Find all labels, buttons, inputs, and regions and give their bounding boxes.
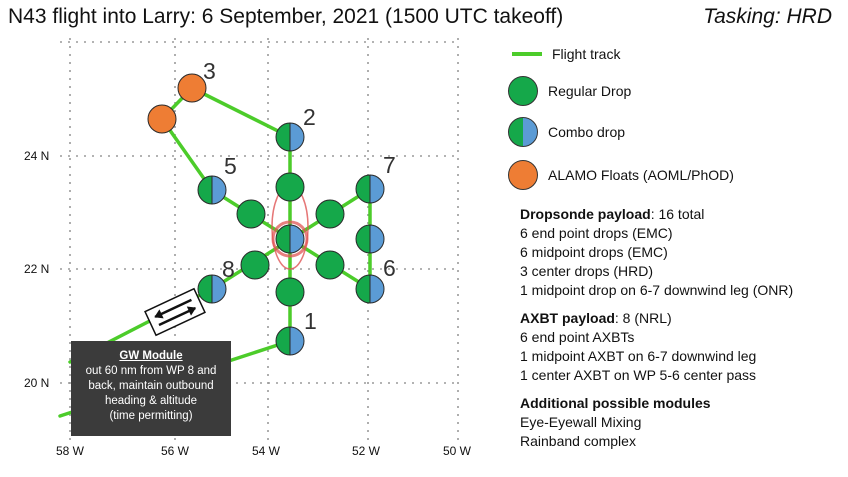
alamo-swatch	[508, 160, 538, 190]
legend-alamo: ALAMO Floats (AOML/PhOD)	[508, 160, 734, 190]
payload-notes: Dropsonde payload: 16 total 6 end point …	[520, 205, 840, 451]
modules-heading: Additional possible modules	[520, 395, 711, 411]
combo-drop-wp5	[197, 175, 227, 205]
regular-drop	[315, 250, 345, 280]
axbt-heading-line: AXBT payload: 8 (NRL)	[520, 309, 840, 328]
lat-label-20n: 20 N	[24, 376, 49, 390]
waypoint-label-5: 5	[224, 153, 237, 179]
lon-label-54w: 54 W	[252, 444, 281, 458]
gw-module-line: out 60 nm from WP 8 and	[85, 365, 217, 377]
combo-drop-mid-67	[355, 224, 385, 254]
lon-label-58w: 58 W	[56, 444, 85, 458]
axbt-line: 1 midpoint AXBT on 6-7 downwind leg	[520, 348, 757, 364]
flight-track-swatch	[512, 52, 542, 56]
combo-drop-center	[275, 224, 305, 254]
legend-combo-drop: Combo drop	[508, 117, 625, 147]
legend-combo-drop-label: Combo drop	[548, 124, 626, 140]
alamo-float	[147, 104, 177, 134]
dropsonde-line: 6 midpoint drops (EMC)	[520, 244, 668, 260]
waypoint-label-6: 6	[383, 255, 396, 281]
legend-alamo-label: ALAMO Floats (AOML/PhOD)	[548, 167, 734, 183]
gw-module-box: GW Module out 60 nm from WP 8 and back, …	[71, 341, 231, 436]
axbt-heading: AXBT payload	[520, 310, 615, 326]
regular-drop	[236, 199, 266, 229]
lat-label-22n: 22 N	[24, 262, 49, 276]
regular-drop	[275, 277, 305, 307]
tasking-label: Tasking: HRD	[703, 5, 832, 28]
legend-regular-drop: Regular Drop	[508, 76, 631, 106]
alamo-float	[177, 73, 207, 103]
dropsonde-heading: Dropsonde payload	[520, 206, 651, 222]
regular-drop	[315, 199, 345, 229]
alamo-floats	[147, 73, 207, 134]
lat-label-24n: 24 N	[24, 149, 49, 163]
regular-drop	[240, 250, 270, 280]
waypoint-label-8: 8	[222, 256, 235, 282]
legend-flight-track: Flight track	[508, 46, 620, 62]
gw-module-line: back, maintain outbound	[88, 380, 214, 392]
waypoint-label-3: 3	[203, 58, 216, 84]
combo-drop-swatch	[508, 117, 538, 147]
lon-label-56w: 56 W	[161, 444, 190, 458]
center-ring-inner	[271, 220, 309, 258]
axbt-count: : 8 (NRL)	[614, 310, 672, 326]
module-line: Eye-Eyewall Mixing	[520, 414, 642, 430]
combo-drop-wp6	[355, 274, 385, 304]
page-title: N43 flight into Larry: 6 September, 2021…	[8, 5, 564, 28]
combo-drop-wp2	[275, 122, 305, 152]
modules-heading-line: Additional possible modules	[520, 394, 840, 413]
legend-flight-track-label: Flight track	[552, 46, 621, 62]
combo-drop-wp1	[275, 326, 305, 356]
waypoint-label-2: 2	[303, 104, 316, 130]
regular-drops	[236, 172, 345, 307]
lon-label-52w: 52 W	[352, 444, 381, 458]
regular-drop	[275, 172, 305, 202]
dropsonde-line: 3 center drops (HRD)	[520, 263, 654, 279]
regular-drop-swatch	[508, 76, 538, 106]
combo-drop-wp8	[197, 274, 227, 304]
legend-regular-drop-label: Regular Drop	[548, 83, 632, 99]
dropsonde-line: 6 end point drops (EMC)	[520, 225, 673, 241]
axbt-line: 6 end point AXBTs	[520, 329, 635, 345]
module-line: Rainband complex	[520, 433, 636, 449]
waypoint-label-7: 7	[383, 152, 396, 178]
combo-drop-wp7	[355, 174, 385, 204]
gw-module-title: GW Module	[119, 350, 183, 362]
gw-module-line: heading & altitude	[104, 395, 198, 407]
waypoint-label-1: 1	[304, 308, 317, 334]
axbt-line: 1 center AXBT on WP 5-6 center pass	[520, 367, 757, 383]
lon-label-50w: 50 W	[443, 444, 472, 458]
dropsonde-count: : 16 total	[650, 206, 705, 222]
gw-module-line: (time permitting)	[109, 410, 193, 422]
dropsonde-heading-line: Dropsonde payload: 16 total	[520, 205, 840, 224]
out-and-back-arrows	[144, 287, 206, 337]
combo-drops	[197, 122, 385, 356]
dropsonde-line: 1 midpoint drop on 6-7 downwind leg (ONR…	[520, 282, 794, 298]
